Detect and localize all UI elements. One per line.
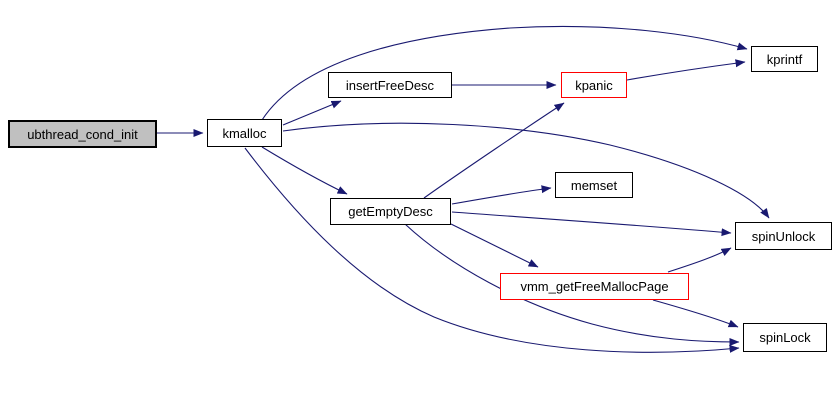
edge-kmalloc-to-spinLock [244,147,740,353]
edge-kmalloc-to-kprintf [261,25,748,121]
edge-getEmptyDesc-to-vmm_getFreeMallocPage [450,223,539,268]
node-vmm_getFreeMallocPage[interactable]: vmm_getFreeMallocPage [500,273,689,300]
edge-kmalloc-to-insertFreeDesc [282,100,342,126]
node-memset[interactable]: memset [555,172,633,198]
edge-kmalloc-to-getEmptyDesc [261,146,348,195]
edge-vmm_getFreeMallocPage-to-spinLock [652,299,739,328]
edge-vmm_getFreeMallocPage-to-spinUnlock [667,247,732,273]
node-getEmptyDesc[interactable]: getEmptyDesc [330,198,451,225]
edge-getEmptyDesc-to-spinUnlock [451,211,732,237]
edge-kmalloc-to-spinUnlock [282,122,770,219]
edge-kpanic-to-kprintf [626,59,746,81]
node-kmalloc[interactable]: kmalloc [207,119,282,147]
edge-getEmptyDesc-to-memset [451,185,552,205]
node-spinLock[interactable]: spinLock [743,323,827,352]
node-ubthread_cond_init: ubthread_cond_init [8,120,157,148]
edge-getEmptyDesc-to-kpanic [423,102,565,199]
node-insertFreeDesc[interactable]: insertFreeDesc [328,72,452,98]
node-kpanic[interactable]: kpanic [561,72,627,98]
edge-getEmptyDesc-to-spinLock [404,223,740,346]
node-spinUnlock[interactable]: spinUnlock [735,222,832,250]
node-kprintf[interactable]: kprintf [751,46,818,72]
